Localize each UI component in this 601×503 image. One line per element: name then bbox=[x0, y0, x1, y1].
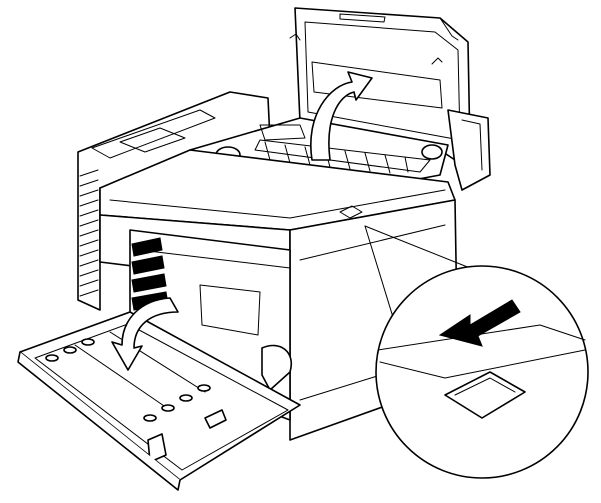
vent-slat bbox=[79, 169, 99, 177]
vent-slat bbox=[79, 179, 99, 187]
toner-cartridges bbox=[131, 237, 169, 311]
vent-slat bbox=[79, 249, 99, 257]
vent-slat bbox=[79, 289, 99, 297]
vent-slat bbox=[79, 279, 99, 287]
side-vents bbox=[79, 169, 99, 297]
vent-slat bbox=[79, 269, 99, 277]
magnifier-callout bbox=[375, 265, 589, 479]
arrow-up-icon bbox=[310, 71, 373, 161]
arrow-left-icon bbox=[438, 299, 521, 347]
arrow-down-icon bbox=[111, 297, 179, 371]
vent-slat bbox=[79, 189, 99, 197]
cover-latches bbox=[45, 338, 211, 422]
vent-slat bbox=[79, 209, 99, 217]
rear-housing bbox=[447, 109, 491, 191]
vent-slat bbox=[79, 239, 99, 247]
vent-slat bbox=[79, 259, 99, 267]
front-cover bbox=[17, 311, 301, 491]
vent-slat bbox=[79, 219, 99, 227]
vent-slat bbox=[79, 199, 99, 207]
vent-slat bbox=[79, 229, 99, 237]
